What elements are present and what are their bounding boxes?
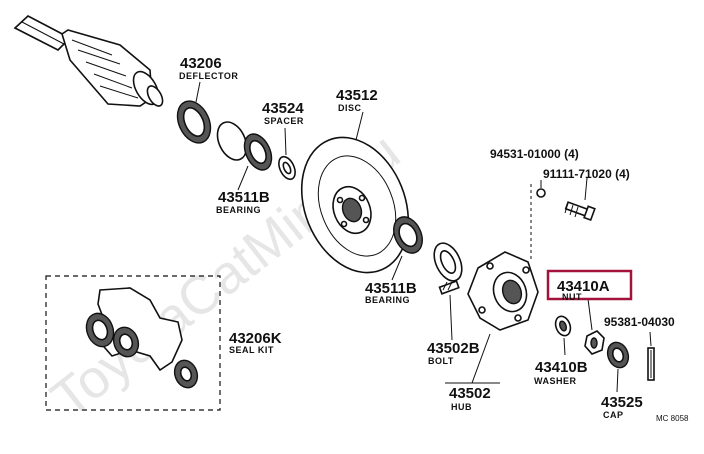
upper-bearing-drawing xyxy=(216,121,273,171)
svg-text:43502: 43502 xyxy=(449,385,491,402)
svg-text:43512: 43512 xyxy=(336,87,378,104)
svg-text:43410A: 43410A xyxy=(557,278,610,295)
part-label-nut[interactable]: 43410A NUT xyxy=(557,278,610,302)
svg-text:WASHER: WASHER xyxy=(534,376,577,386)
svg-text:HUB: HUB xyxy=(451,402,472,412)
ref-label-stud[interactable]: 94531-01000 (4) xyxy=(490,147,579,161)
svg-text:DISC: DISC xyxy=(338,103,362,113)
svg-text:43524: 43524 xyxy=(262,100,304,117)
svg-text:CAP: CAP xyxy=(603,410,624,420)
svg-text:BOLT: BOLT xyxy=(428,356,454,366)
stud-drawing xyxy=(530,180,546,260)
caliper-bolt-drawing xyxy=(564,201,596,222)
deflector-drawing xyxy=(176,100,212,144)
svg-text:BEARING: BEARING xyxy=(216,205,261,215)
diagram-code: MC 8058 xyxy=(656,414,689,423)
svg-text:43511B: 43511B xyxy=(218,189,270,206)
highlight-box xyxy=(546,269,633,301)
part-label-disc[interactable]: 43512 DISC xyxy=(336,87,378,113)
ref-label-cotter-pin[interactable]: 95381-04030 xyxy=(604,315,675,329)
spacer-drawing xyxy=(278,155,296,181)
seal-drawing xyxy=(433,242,463,282)
svg-text:43410B: 43410B xyxy=(535,359,588,376)
drive-shaft-drawing xyxy=(13,15,164,107)
nut-drawing xyxy=(584,330,605,355)
svg-text:91111-71020 (4): 91111-71020 (4) xyxy=(543,167,630,181)
svg-text:95381-04030: 95381-04030 xyxy=(604,315,675,329)
part-label-deflector[interactable]: 43206 DEFLECTOR xyxy=(179,55,238,81)
svg-text:NUT: NUT xyxy=(562,292,582,302)
part-label-upper-bearing[interactable]: 43511B BEARING xyxy=(216,189,270,215)
svg-text:BEARING: BEARING xyxy=(365,295,410,305)
svg-text:DEFLECTOR: DEFLECTOR xyxy=(179,71,238,81)
svg-text:43502B: 43502B xyxy=(427,340,480,357)
hub-drawing xyxy=(467,251,539,331)
cap-drawing xyxy=(606,341,630,369)
part-label-cap[interactable]: 43525 CAP xyxy=(601,394,643,420)
part-label-spacer[interactable]: 43524 SPACER xyxy=(262,100,304,126)
svg-text:43206K: 43206K xyxy=(229,330,282,347)
part-label-seal-kit[interactable]: 43206K SEAL KIT xyxy=(229,330,282,355)
svg-text:43206: 43206 xyxy=(180,55,222,72)
svg-text:SPACER: SPACER xyxy=(264,116,304,126)
part-label-washer[interactable]: 43410B WASHER xyxy=(534,359,588,386)
svg-text:43525: 43525 xyxy=(601,394,643,411)
seal-kit-box xyxy=(45,275,221,411)
cotter-pin-drawing xyxy=(647,347,655,381)
svg-text:43511B: 43511B xyxy=(365,280,417,297)
lower-bearing-drawing xyxy=(393,216,423,254)
hub-bolt-drawing xyxy=(438,280,460,295)
svg-text:SEAL KIT: SEAL KIT xyxy=(229,345,274,355)
disc-drawing xyxy=(300,136,410,274)
svg-text:94531-01000 (4): 94531-01000 (4) xyxy=(490,147,579,161)
part-label-bolt[interactable]: 43502B BOLT xyxy=(427,340,480,366)
washer-drawing xyxy=(554,315,572,337)
ref-label-caliper-bolt[interactable]: 91111-71020 (4) xyxy=(543,167,630,181)
part-label-lower-bearing[interactable]: 43511B BEARING xyxy=(365,280,417,305)
part-label-hub[interactable]: 43502 HUB xyxy=(449,385,491,412)
